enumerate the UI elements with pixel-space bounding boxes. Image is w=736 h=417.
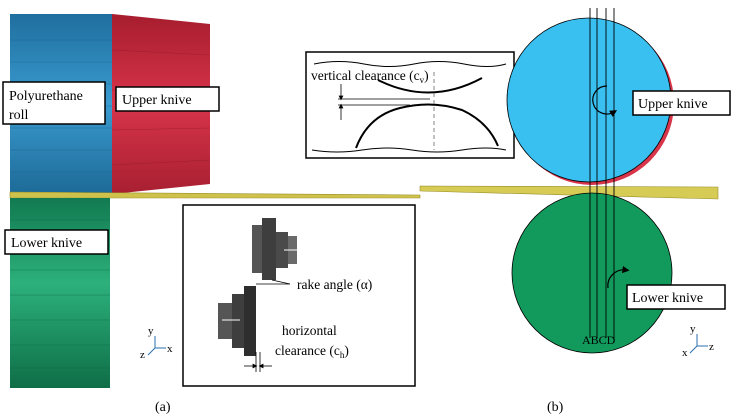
panel-a: Polyurethane roll Upper knive Lower kniv… (2, 14, 421, 415)
caption-b: (b) (547, 400, 564, 415)
horizontal-clearance-label-2: clearance (ch) (275, 343, 349, 360)
axis-x-a: x (167, 343, 173, 355)
upper-rotation-arrow (592, 85, 618, 117)
lower-knive-circle (511, 192, 673, 354)
sheet-strip-b (419, 185, 719, 200)
clearance-inset-box (182, 204, 416, 387)
upper-knive-label-box-b (632, 90, 731, 116)
knife-profile-upper (252, 218, 300, 280)
vertical-clearance-inset: vertical clearance (cv) (305, 51, 515, 159)
caption-a: (a) (155, 400, 171, 415)
axis-x-b: x (682, 347, 688, 359)
axis-triad-b (689, 334, 708, 354)
axis-z-b: z (709, 341, 714, 353)
horizontal-clearance-label-1: horizontal (282, 323, 337, 338)
axis-z-a: z (140, 349, 145, 361)
axis-y-a: y (148, 325, 154, 337)
lower-knive-label-b: Lower knive (632, 291, 703, 306)
axis-triad-a (147, 336, 166, 356)
upper-knive-label-b: Upper knive (638, 97, 708, 112)
axis-y-b: y (690, 323, 696, 335)
section-lines (589, 8, 615, 338)
lower-rotation-arrow (607, 265, 630, 289)
lower-knive-shape (10, 198, 110, 388)
sheet-strip-a (9, 191, 421, 199)
section-labels-abcd: ABCD (582, 333, 616, 347)
upper-knive-label-a: Upper knive (122, 93, 192, 108)
polyurethane-roll-label-1: Polyurethane (9, 89, 83, 104)
rake-angle-label: rake angle (α) (297, 277, 372, 292)
lower-knive-label-box-b (626, 284, 726, 310)
panel-b: ABCD Upper knive Lower knive y x z (b) (419, 8, 731, 415)
upper-knive-label-box-a (115, 86, 220, 112)
lower-knive-label-a: Lower knive (11, 236, 82, 251)
polyurethane-roll-label-box (2, 81, 106, 125)
polyurethane-roll-label-2: roll (9, 108, 29, 123)
knife-profile-lower (218, 286, 256, 356)
lower-knive-label-box-a (4, 229, 109, 255)
vertical-clearance-label: vertical clearance (cv) (311, 68, 429, 85)
